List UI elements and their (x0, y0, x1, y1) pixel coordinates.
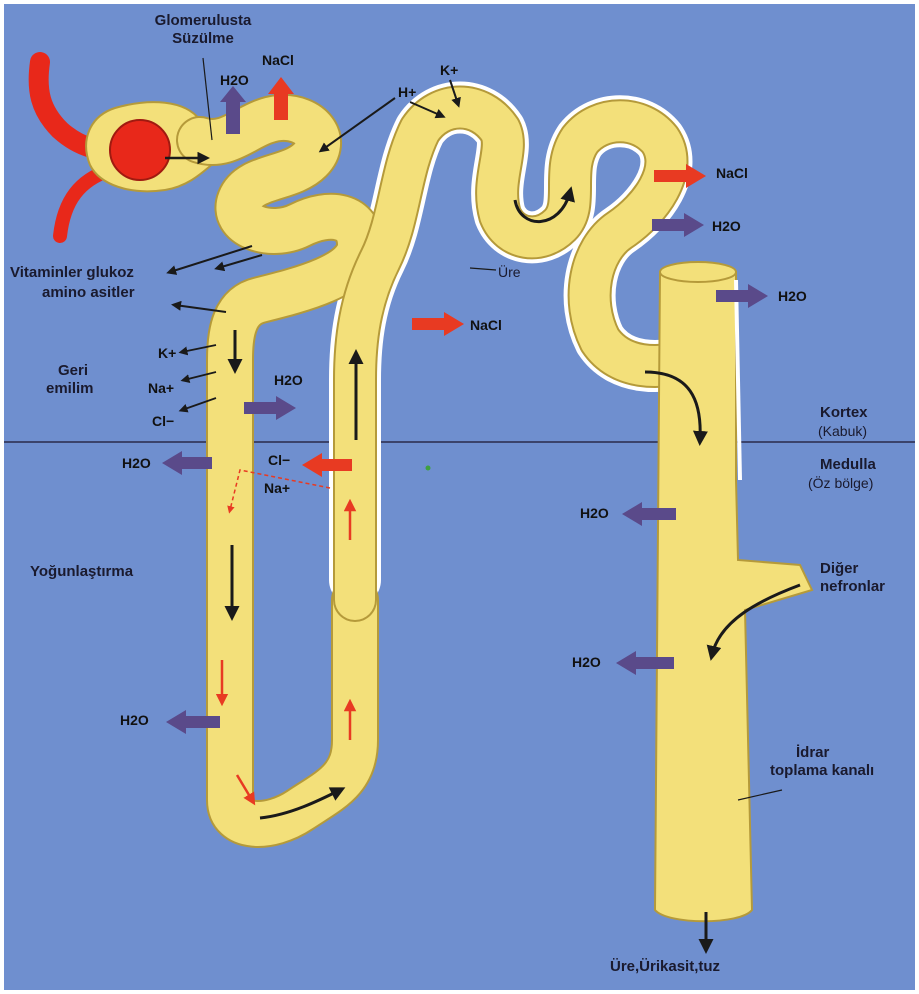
glomerulus-title-1: Glomerulusta (148, 12, 258, 29)
label-nacl-right1: NaCl (716, 165, 748, 181)
label-na-plus: Na+ (148, 380, 174, 396)
label-vitamins-1: Vitaminler glukoz (10, 264, 134, 281)
label-h2o-collect2: H2O (572, 654, 601, 670)
label-h2o-right2: H2O (778, 288, 807, 304)
green-dot (426, 466, 431, 471)
collecting-duct-top (660, 262, 736, 282)
label-nacl-mid: NaCl (470, 317, 502, 333)
label-cortex-sub: (Kabuk) (818, 423, 867, 440)
label-h2o-collect1: H2O (580, 505, 609, 521)
label-na-plus-mid: Na+ (264, 480, 290, 496)
label-h2o-right1: H2O (712, 218, 741, 234)
label-urine-1: İdrar (796, 744, 829, 761)
label-vitamins-2: amino asitler (42, 284, 135, 301)
label-h2o-left1: H2O (122, 455, 151, 471)
label-cortex: Kortex (820, 404, 868, 421)
label-reabsorption-1: Geri (58, 362, 88, 379)
label-reabsorption-2: emilim (46, 380, 94, 397)
label-h2o-left2: H2O (120, 712, 149, 728)
label-ure: Üre (498, 264, 521, 281)
label-medulla-sub: (Öz bölge) (808, 475, 873, 492)
label-k-plus-top: K+ (440, 62, 458, 78)
label-other-nephrons-2: nefronlar (820, 578, 885, 595)
label-cl-minus: Cl− (152, 413, 174, 429)
glomerulus (110, 120, 170, 180)
label-h2o-mid: H2O (274, 372, 303, 388)
label-h2o-top: H2O (220, 72, 249, 88)
label-output: Üre,Ürikasit,tuz (610, 958, 720, 975)
label-medulla: Medulla (820, 456, 876, 473)
label-nacl-top: NaCl (262, 52, 294, 68)
label-k-plus: K+ (158, 345, 176, 361)
label-concentration: Yoğunlaştırma (30, 563, 133, 580)
label-h-plus: H+ (398, 84, 416, 100)
label-other-nephrons-1: Diğer (820, 560, 858, 577)
glomerulus-title-2: Süzülme (148, 30, 258, 47)
label-urine-2: toplama kanalı (770, 762, 874, 779)
label-cl-minus-mid: Cl− (268, 452, 290, 468)
